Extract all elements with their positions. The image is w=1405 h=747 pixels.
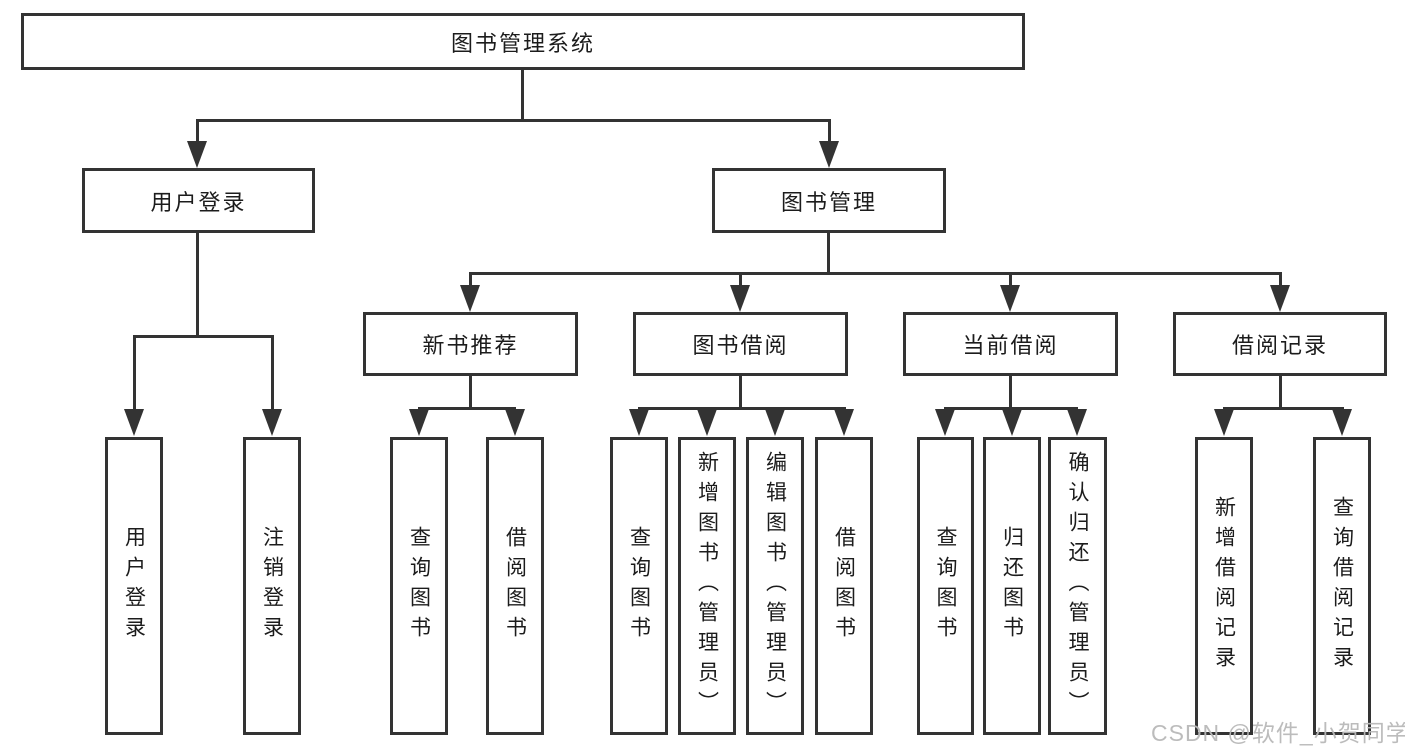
arrow-down-icon [834,409,854,436]
node-label: 查询图书 [627,526,651,646]
node-label: 图书管理系统 [450,30,595,56]
node-label: 确认归还（管理员） [1066,451,1089,721]
node-label: 借阅记录 [1231,333,1328,358]
leaf-add-book-admin: 新增图书（管理员） [678,437,736,735]
connector-hline [944,407,1078,410]
leaf-confirm-return-admin: 确认归还（管理员） [1048,437,1107,735]
arrow-down-icon [1002,409,1022,436]
node-label: 查询图书 [407,526,431,646]
node-new-book-recommend: 新书推荐 [363,312,578,376]
arrow-down-icon [1067,409,1087,436]
leaf-return-book: 归还图书 [983,437,1041,735]
node-book-borrowing: 图书借阅 [633,312,848,376]
node-label: 查询图书 [934,526,957,646]
node-label: 用户登录 [122,526,146,646]
connector-vline [827,232,830,274]
leaf-query-book-recommend: 查询图书 [390,437,448,735]
leaf-add-borrow-record: 新增借阅记录 [1195,437,1253,735]
arrow-down-icon [819,141,839,168]
node-label: 借阅图书 [503,526,527,646]
node-root-system: 图书管理系统 [21,13,1025,70]
leaf-logout: 注销登录 [243,437,301,735]
connector-hline [1223,407,1344,410]
node-current-borrowing: 当前借阅 [903,312,1118,376]
leaf-edit-book-admin: 编辑图书（管理员） [746,437,804,735]
arrow-down-icon [765,409,785,436]
arrow-down-icon [935,409,955,436]
arrow-down-icon [409,409,429,436]
node-borrowing-records: 借阅记录 [1173,312,1387,376]
connector-vline [739,272,742,287]
leaf-query-book-borrowing: 查询图书 [610,437,668,735]
node-book-management: 图书管理 [712,168,946,233]
node-label: 借阅图书 [832,526,856,646]
node-label: 查询借阅记录 [1330,496,1354,676]
node-label: 编辑图书（管理员） [763,451,787,721]
leaf-user-login: 用户登录 [105,437,163,735]
node-label: 图书管理 [780,189,877,215]
connector-hline [638,407,846,410]
leaf-query-book-current: 查询图书 [917,437,974,735]
connector-vline [469,376,472,409]
node-label: 新增图书（管理员） [695,451,719,721]
arrow-down-icon [1214,409,1234,436]
connector-vline [196,119,199,145]
node-user-login: 用户登录 [82,168,315,233]
arrow-down-icon [1332,409,1352,436]
arrow-down-icon [124,409,144,436]
arrow-down-icon [460,285,480,312]
node-label: 新增借阅记录 [1212,496,1236,676]
connector-hline [196,119,830,122]
node-label: 当前借阅 [962,333,1059,358]
connector-hline [469,272,1282,275]
leaf-borrow-book: 借阅图书 [815,437,873,735]
connector-vline [739,376,742,409]
connector-vline [271,335,274,411]
connector-vline [133,335,136,411]
arrow-down-icon [262,409,282,436]
arrow-down-icon [505,409,525,436]
connector-vline [1009,376,1012,409]
node-label: 注销登录 [260,526,284,646]
node-label: 图书借阅 [692,333,789,358]
connector-hline [133,335,274,338]
connector-vline [1279,272,1282,287]
node-label: 归还图书 [1000,526,1024,646]
leaf-borrow-book-recommend: 借阅图书 [486,437,544,735]
arrow-down-icon [697,409,717,436]
leaf-query-borrow-record: 查询借阅记录 [1313,437,1371,735]
connector-vline [469,272,472,287]
connector-vline [196,232,199,337]
arrow-down-icon [187,141,207,168]
node-label: 新书推荐 [422,333,519,358]
arrow-down-icon [629,409,649,436]
connector-hline [418,407,516,410]
csdn-watermark: CSDN @软件_小贺同学 [1151,720,1405,746]
node-label: 用户登录 [150,189,247,215]
connector-vline [828,119,831,145]
arrow-down-icon [730,285,750,312]
connector-vline [1009,272,1012,287]
arrow-down-icon [1000,285,1020,312]
connector-vline [521,69,524,120]
arrow-down-icon [1270,285,1290,312]
connector-vline [1279,376,1282,409]
